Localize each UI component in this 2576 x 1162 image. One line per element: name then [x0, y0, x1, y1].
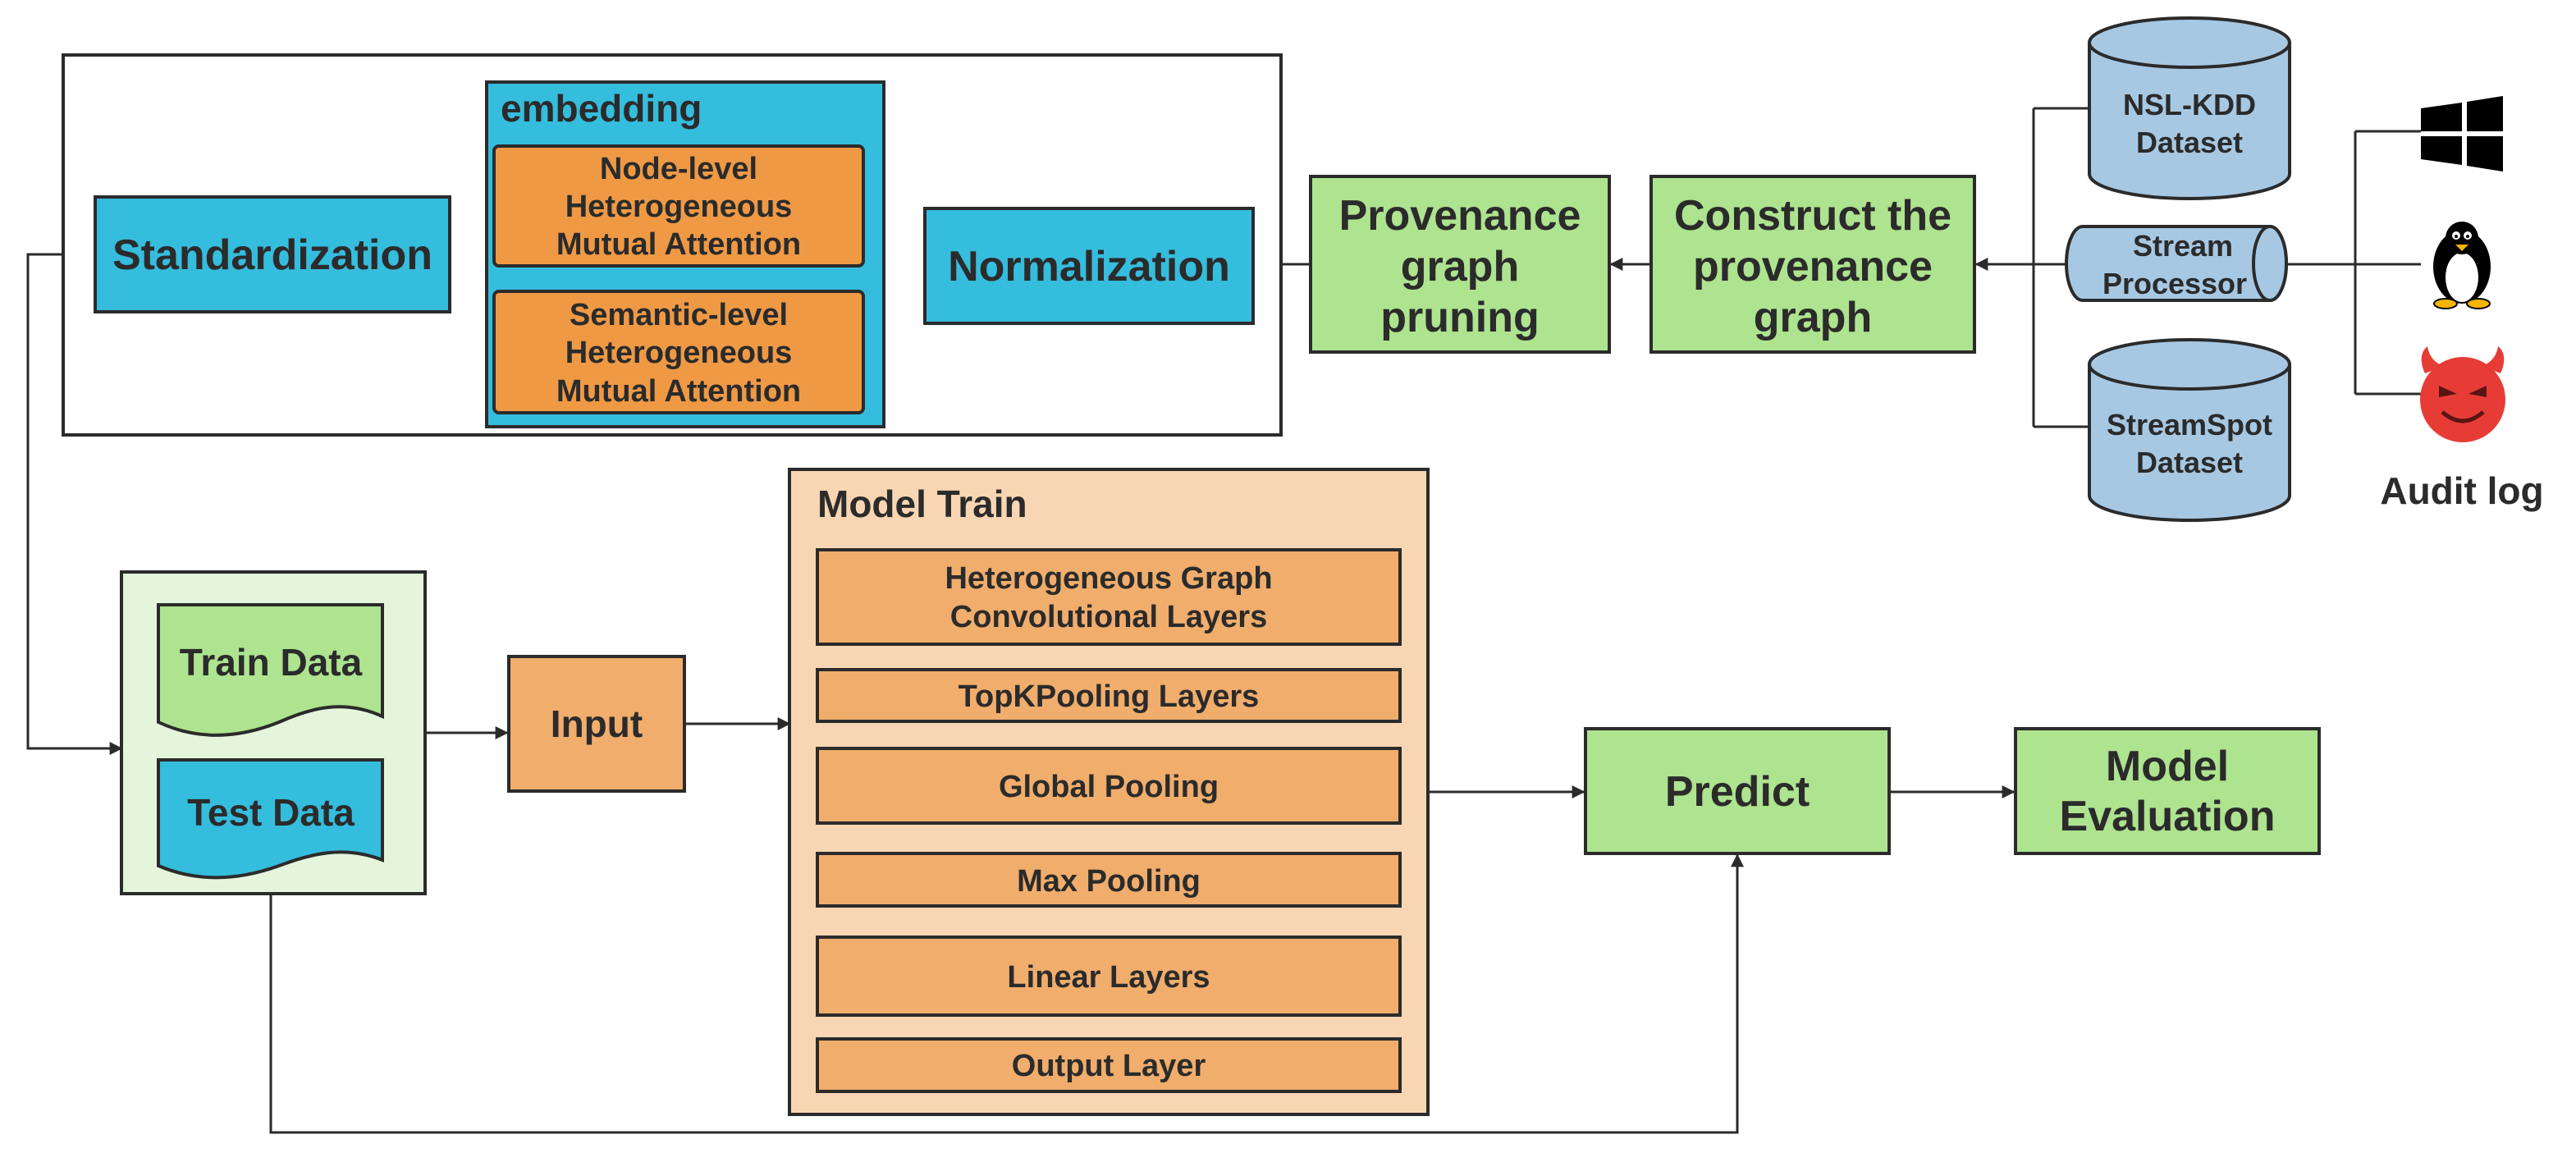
layer-output-label: Output Layer [1012, 1049, 1206, 1083]
audit-log-label: Audit log [2380, 469, 2543, 512]
streamspot-line-2: Dataset [2136, 446, 2243, 479]
model-layers: Heterogeneous Graph Convolutional Layers… [816, 548, 1402, 1093]
devil-icon [2420, 346, 2505, 442]
layer-output-box [816, 1037, 1402, 1093]
model-train-title: Model Train [817, 483, 1027, 525]
pruning-box: Provenance graph pruning [1309, 175, 1611, 354]
node-level-line-3: Mutual Attention [556, 227, 801, 262]
normalization-box: Normalization [923, 207, 1255, 325]
normalization-label: Normalization [948, 243, 1230, 290]
semantic-level-line-3: Mutual Attention [556, 374, 801, 409]
streamspot-dataset-cylinder: StreamSpot Dataset [2088, 338, 2291, 522]
layer-hgc-line-1: Heterogeneous Graph [945, 561, 1272, 596]
semantic-level-line-1: Semantic-level [570, 298, 788, 332]
nsl-kdd-line-2: Dataset [2136, 126, 2243, 159]
test-data-label: Test Data [187, 791, 355, 834]
stream-processor-cylinder: Stream Processor [2065, 225, 2288, 302]
node-level-line-1: Node-level [600, 152, 757, 186]
pruning-line-3: pruning [1380, 294, 1540, 341]
layer-linear-label: Linear Layers [1007, 960, 1210, 995]
windows-icon [2421, 96, 2503, 172]
layer-hgc-box [816, 548, 1402, 646]
predict-box: Predict [1584, 727, 1891, 855]
pruning-line-1: Provenance [1339, 192, 1581, 240]
layer-topk-box [816, 668, 1402, 723]
train-data-label: Train Data [180, 641, 363, 684]
evaluation-box: Model Evaluation [2014, 727, 2321, 855]
evaluation-line-2: Evaluation [2060, 793, 2276, 840]
layer-topk-label: TopKPooling Layers [959, 679, 1260, 714]
train-data-document: Train Data [157, 603, 384, 737]
layer-linear-box [816, 936, 1402, 1017]
layer-max-pooling-label: Max Pooling [1017, 864, 1201, 899]
node-level-attention-box [492, 144, 865, 268]
layer-max-pooling-box [816, 852, 1402, 908]
semantic-level-line-2: Heterogeneous [565, 336, 793, 370]
evaluation-line-1: Model [2106, 743, 2229, 790]
embedding-container: embedding Node-level Heterogeneous Mutua… [485, 80, 885, 428]
standardization-box: Standardization [94, 195, 451, 313]
test-data-document: Test Data [157, 758, 384, 880]
input-label: Input [551, 702, 643, 745]
predict-label: Predict [1665, 768, 1810, 816]
construct-line-3: graph [1754, 294, 1872, 341]
standardization-label: Standardization [112, 231, 432, 279]
linux-tux-icon [2433, 222, 2491, 309]
stream-processor-line-2: Processor [2102, 267, 2247, 300]
stream-processor-line-1: Stream [2133, 229, 2233, 263]
embedding-title: embedding [501, 87, 702, 130]
layer-global-pooling-box [816, 747, 1402, 825]
construct-line-1: Construct the [1674, 192, 1951, 240]
construct-graph-box: Construct the provenance graph [1649, 175, 1976, 354]
input-box: Input [507, 655, 686, 793]
layer-hgc-line-2: Convolutional Layers [950, 600, 1267, 634]
streamspot-line-1: StreamSpot [2107, 408, 2272, 441]
node-level-line-2: Heterogeneous [565, 190, 793, 224]
nsl-kdd-line-1: NSL-KDD [2123, 88, 2256, 121]
layer-global-pooling-label: Global Pooling [999, 770, 1219, 804]
semantic-level-attention-box [492, 290, 865, 414]
pruning-line-2: graph [1401, 243, 1519, 290]
arrow-testdata-to-predict [269, 853, 1744, 1134]
construct-line-2: provenance [1693, 243, 1933, 290]
nsl-kdd-dataset-cylinder: NSL-KDD Dataset [2088, 16, 2291, 200]
